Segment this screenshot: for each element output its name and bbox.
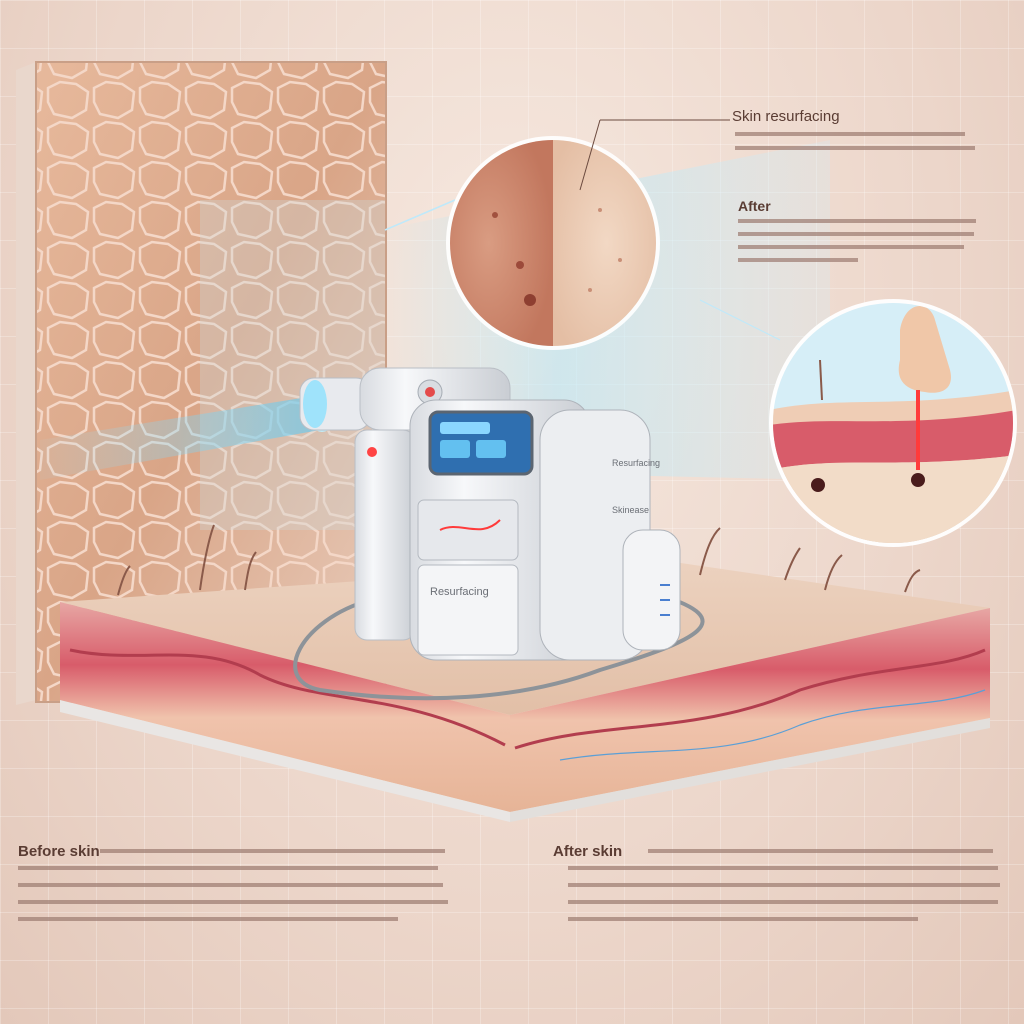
hair-follicle-icon bbox=[117, 524, 921, 596]
before-after-circle bbox=[446, 119, 730, 350]
after-skin-title: After skin bbox=[553, 843, 623, 860]
device-front-label: Resurfacing bbox=[430, 586, 489, 598]
after-skin-caption: After skin bbox=[553, 843, 1003, 861]
device-side-label: Skinease bbox=[612, 505, 650, 515]
nose-icon bbox=[699, 299, 1017, 547]
device-brand-label: Resurfacing bbox=[612, 458, 661, 468]
description-lines bbox=[18, 132, 1000, 921]
after-heading: After bbox=[738, 198, 771, 214]
before-skin-title: Before skin bbox=[18, 843, 100, 860]
laser-device bbox=[299, 367, 681, 661]
skin-resurfacing-title: Skin resurfacing bbox=[732, 108, 840, 125]
before-skin-caption: Before skin bbox=[18, 843, 458, 861]
